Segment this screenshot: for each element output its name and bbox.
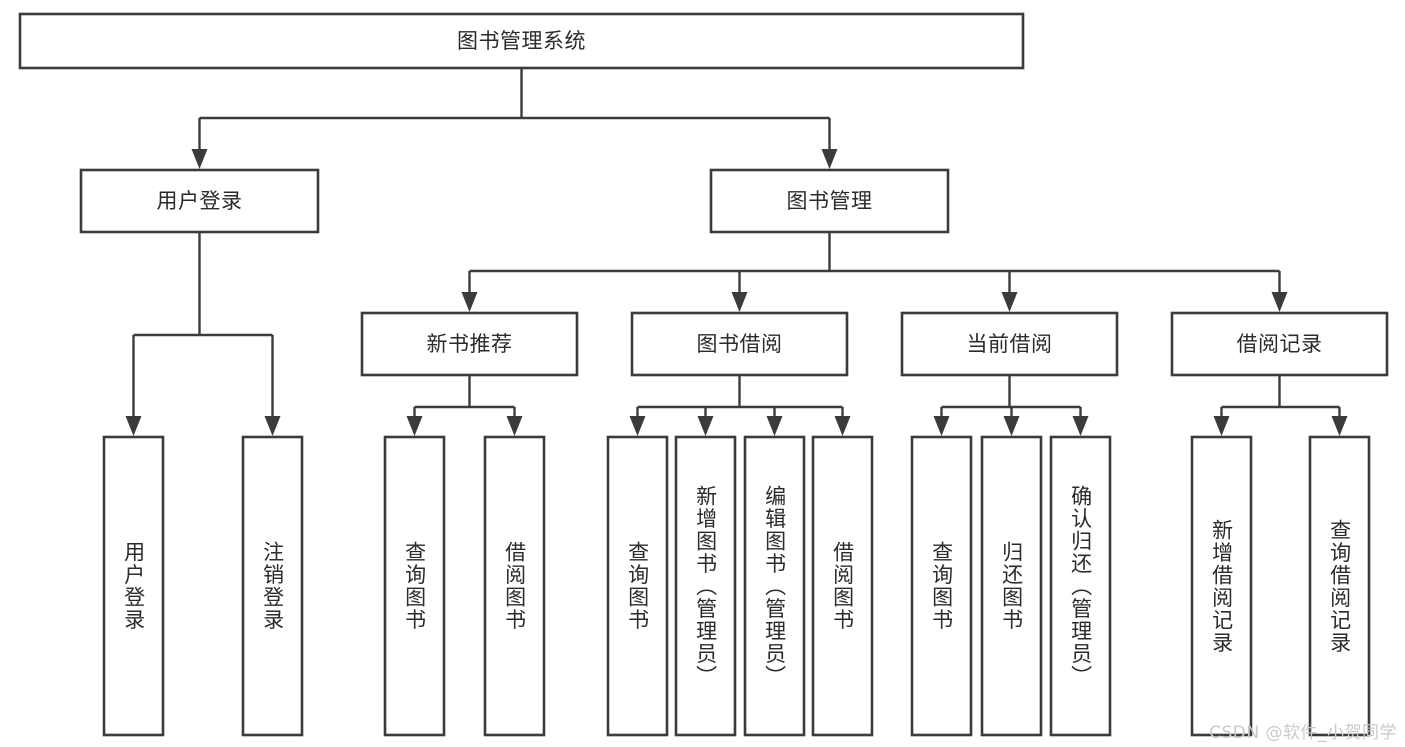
connector-arrowhead — [1001, 292, 1018, 312]
connector-arrowhead — [506, 416, 523, 436]
connector-layer — [125, 68, 1348, 436]
connector-arrowhead — [1003, 416, 1020, 436]
connector-arrowhead — [1072, 416, 1089, 436]
connector-group-current_borrow — [933, 375, 1089, 436]
node-box-leaf_cb_query[interactable] — [910, 435, 973, 737]
node-label-user_login: 用户登录 — [157, 189, 243, 213]
connector-arrowhead — [629, 416, 646, 436]
node-box-book_borrow[interactable] — [630, 311, 849, 377]
connector-group-book_borrow — [629, 375, 851, 436]
node-box-leaf_bb_edit[interactable] — [743, 435, 806, 737]
connector-arrowhead — [821, 149, 838, 169]
node-label-book_manage: 图书管理 — [787, 189, 873, 213]
connector-arrowhead — [125, 416, 142, 436]
connector-arrowhead — [766, 416, 783, 436]
connector-group-new_book_rec — [406, 375, 523, 436]
connector-group-root — [191, 68, 838, 169]
node-box-leaf_user_logout[interactable] — [241, 435, 304, 737]
connector-arrowhead — [1331, 416, 1348, 436]
connector-arrowhead — [731, 292, 748, 312]
connector-arrowhead — [697, 416, 714, 436]
watermark-credit: CSDN @软件_小贺同学 — [1209, 723, 1397, 743]
connector-group-book_manage — [461, 232, 1288, 312]
node-box-leaf_bb_borrow[interactable] — [811, 435, 874, 737]
node-box-leaf_cb_confirm[interactable] — [1049, 435, 1112, 737]
node-box-leaf_br_add[interactable] — [1190, 435, 1253, 737]
node-label-current_borrow: 当前借阅 — [967, 332, 1053, 356]
node-box-current_borrow[interactable] — [900, 311, 1119, 377]
connector-group-borrow_record — [1213, 375, 1348, 436]
connector-arrowhead — [264, 416, 281, 436]
node-box-book_manage[interactable] — [709, 168, 950, 234]
node-label-new_book_rec: 新书推荐 — [427, 332, 513, 356]
node-box-leaf_cb_return[interactable] — [980, 435, 1043, 737]
node-box-leaf_rec_borrow[interactable] — [483, 435, 546, 737]
connector-arrowhead — [834, 416, 851, 436]
node-box-layer — [18, 12, 1389, 737]
node-box-root[interactable] — [18, 12, 1025, 70]
node-label-borrow_record: 借阅记录 — [1237, 332, 1323, 356]
node-box-borrow_record[interactable] — [1170, 311, 1389, 377]
node-box-leaf_user_login[interactable] — [102, 435, 165, 737]
connector-group-user_login — [125, 232, 281, 436]
connector-arrowhead — [933, 416, 950, 436]
node-label-book_borrow: 图书借阅 — [697, 332, 783, 356]
node-box-leaf_rec_query[interactable] — [383, 435, 446, 737]
connector-arrowhead — [1213, 416, 1230, 436]
node-box-leaf_br_query[interactable] — [1308, 435, 1371, 737]
node-box-leaf_bb_query[interactable] — [606, 435, 669, 737]
node-label-root: 图书管理系统 — [457, 29, 586, 53]
node-box-user_login[interactable] — [79, 168, 320, 234]
node-box-new_book_rec[interactable] — [360, 311, 579, 377]
connector-arrowhead — [461, 292, 478, 312]
connector-arrowhead — [1271, 292, 1288, 312]
connector-arrowhead — [406, 416, 423, 436]
node-box-leaf_bb_add[interactable] — [674, 435, 737, 737]
connector-arrowhead — [191, 149, 208, 169]
